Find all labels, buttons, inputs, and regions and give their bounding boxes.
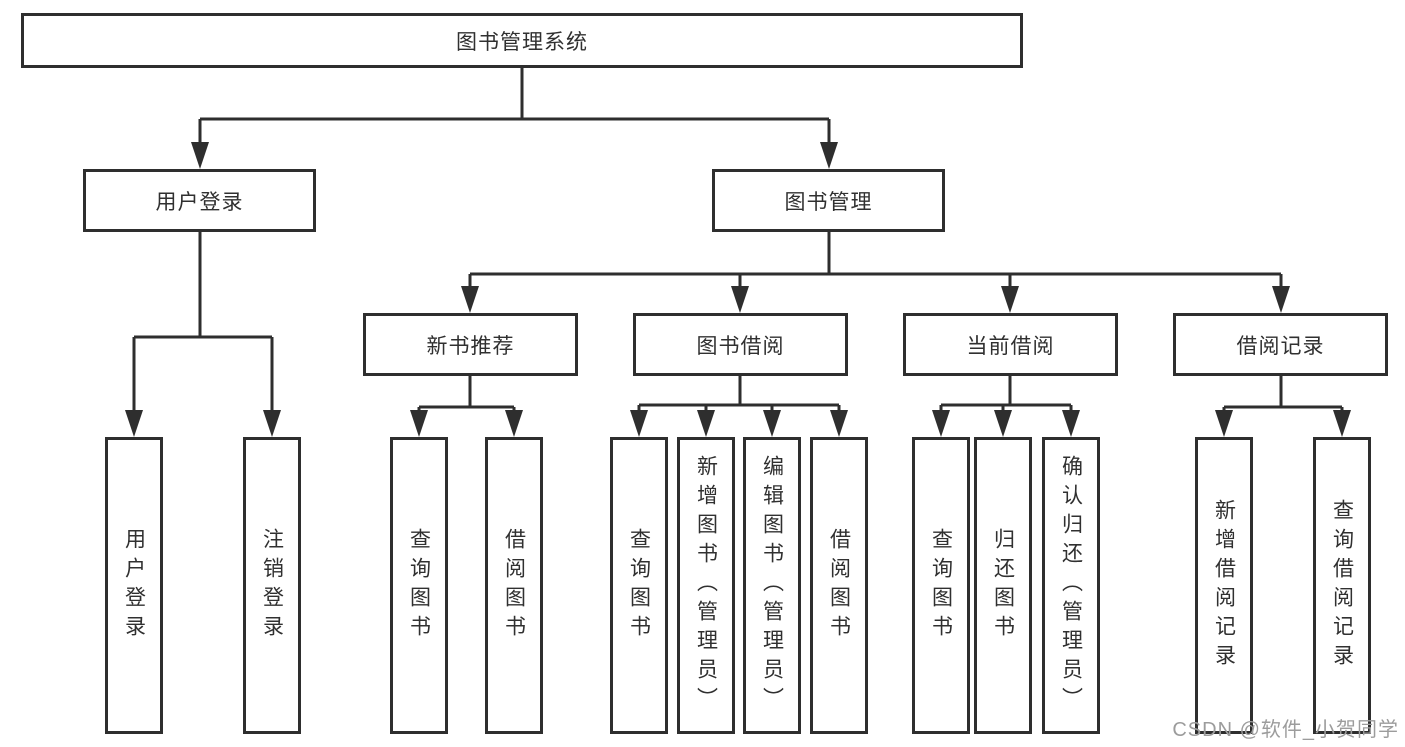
- leaf-query-books-current-label: 查询图书: [929, 527, 953, 644]
- edges-borrow-records: [1215, 376, 1351, 437]
- leaf-query-borrow-record-label: 查询借阅记录: [1330, 498, 1354, 673]
- leaf-query-books-borrow-label: 查询图书: [627, 527, 651, 644]
- leaf-logout-label: 注销登录: [260, 527, 284, 644]
- leaf-add-borrow-record: 新增借阅记录: [1195, 437, 1253, 734]
- leaf-return-books: 归还图书: [974, 437, 1032, 734]
- leaf-borrow-books-label: 借阅图书: [827, 527, 851, 644]
- leaf-add-borrow-record-label: 新增借阅记录: [1212, 498, 1236, 673]
- edges-book-borrow: [630, 376, 848, 437]
- leaf-edit-book-admin: 编辑图书（管理员）: [743, 437, 801, 734]
- node-root: 图书管理系统: [21, 13, 1023, 68]
- leaf-confirm-return-admin-label: 确认归还（管理员）: [1059, 455, 1083, 716]
- leaf-add-book-admin-label: 新增图书（管理员）: [694, 455, 718, 716]
- leaf-borrow-books-recommend-label: 借阅图书: [502, 527, 526, 644]
- leaf-query-books-recommend-label: 查询图书: [407, 527, 431, 644]
- leaf-query-books-current: 查询图书: [912, 437, 970, 734]
- csdn-watermark: CSDN @软件_小贺同学: [1172, 719, 1399, 741]
- leaf-logout: 注销登录: [243, 437, 301, 734]
- leaf-query-borrow-record: 查询借阅记录: [1313, 437, 1371, 734]
- node-user-login: 用户登录: [83, 169, 316, 232]
- node-new-book-recommend: 新书推荐: [363, 313, 578, 376]
- edges-book-management: [461, 232, 1290, 313]
- leaf-return-books-label: 归还图书: [991, 527, 1015, 644]
- node-book-management: 图书管理: [712, 169, 945, 232]
- leaf-confirm-return-admin: 确认归还（管理员）: [1042, 437, 1100, 734]
- edges-new-book-recommend: [410, 376, 523, 437]
- node-borrow-records: 借阅记录: [1173, 313, 1388, 376]
- leaf-user-login: 用户登录: [105, 437, 163, 734]
- node-current-borrow: 当前借阅: [903, 313, 1118, 376]
- leaf-query-books-recommend: 查询图书: [390, 437, 448, 734]
- leaf-borrow-books: 借阅图书: [810, 437, 868, 734]
- edges-root: [191, 68, 838, 169]
- edges-current-borrow: [932, 376, 1080, 437]
- leaf-edit-book-admin-label: 编辑图书（管理员）: [760, 455, 784, 716]
- node-book-borrow: 图书借阅: [633, 313, 848, 376]
- leaf-add-book-admin: 新增图书（管理员）: [677, 437, 735, 734]
- leaf-query-books-borrow: 查询图书: [610, 437, 668, 734]
- edges-user-login: [125, 232, 281, 437]
- leaf-borrow-books-recommend: 借阅图书: [485, 437, 543, 734]
- leaf-user-login-label: 用户登录: [122, 527, 146, 644]
